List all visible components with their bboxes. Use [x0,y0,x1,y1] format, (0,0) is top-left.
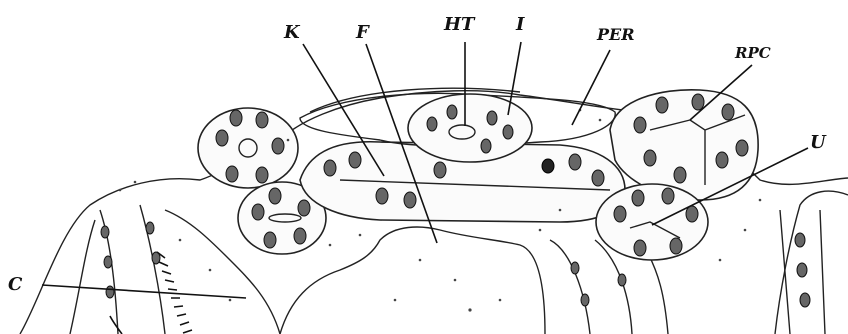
leader-PER [572,50,610,125]
label-RPC: RPC [734,44,771,62]
left-fold [100,205,165,334]
label-PER: PER [596,25,635,44]
label-K: K [283,22,301,43]
label-U: U [810,132,827,153]
label-I: I [515,14,525,35]
central-cavity [165,210,545,334]
label-HT: HT [443,14,476,35]
label-C: C [8,274,23,295]
left-tubule-upper [198,108,298,188]
ureter [596,184,708,260]
heart [408,94,532,162]
leader-C [42,285,246,298]
label-F: F [355,22,370,43]
